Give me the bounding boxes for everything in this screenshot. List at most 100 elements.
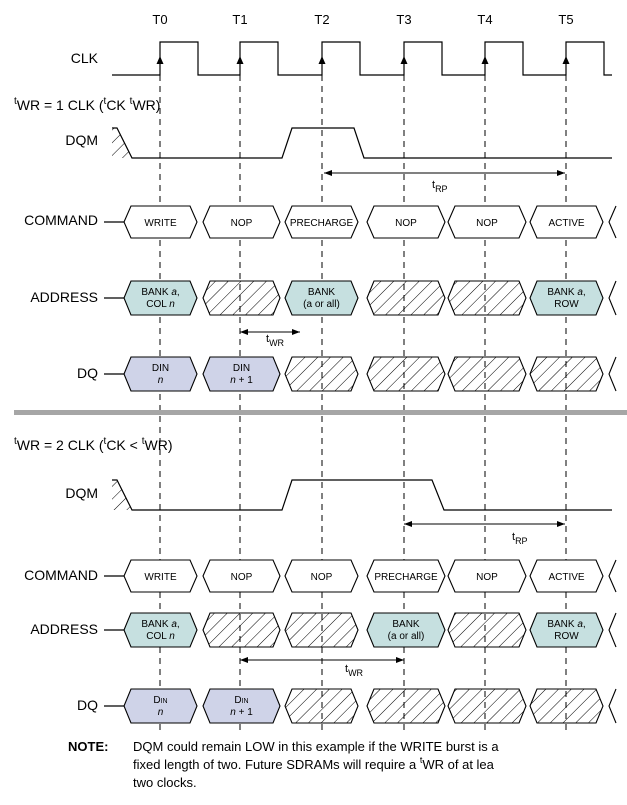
command-1-cell-4 — [447, 205, 527, 239]
dq-1-cell-5 — [529, 356, 604, 392]
note-block: NOTE: DQM could remain LOW in this examp… — [68, 739, 499, 790]
command-2-cell-1 — [202, 559, 281, 593]
address-2-cell-4 — [447, 612, 527, 648]
command-2-cell-4-text-0: NOP — [476, 572, 498, 583]
address-2-cell-3-text-0: BANK — [392, 619, 420, 630]
command-2-cell-4 — [447, 559, 527, 593]
clk-waveform — [112, 41, 612, 76]
address-1-cell-0-text-0: BANK a, — [141, 287, 179, 298]
address-2-cell-2 — [284, 612, 359, 648]
clk-rising-edge-arrow-4 — [481, 56, 489, 64]
address-1-cell-2 — [284, 280, 359, 316]
clk-rising-edge-arrow-0 — [156, 56, 164, 64]
address-label-2: ADDRESS — [30, 621, 98, 637]
trp-arrow-2: tRP — [404, 521, 565, 546]
clock-label-t3: T3 — [396, 12, 411, 27]
address-2-cell-5-text-1: ROW — [554, 631, 579, 642]
address-2-cell-0-text-0: BANK a, — [141, 619, 179, 630]
dq-2-trailing-cell — [608, 688, 617, 724]
address-1-cell-3 — [366, 280, 446, 316]
section-2-title: tWR = 2 CLK (tCK < tWR) — [14, 436, 173, 453]
address-1-cell-1 — [202, 280, 281, 316]
dq-1-cell-1 — [202, 356, 281, 392]
address-label-1: ADDRESS — [30, 289, 98, 305]
dq-2-cell-0-text-1: n — [158, 707, 164, 718]
command-1-cell-3 — [366, 205, 446, 239]
section-divider — [14, 410, 627, 415]
address-2-cell-5-text-0: BANK a, — [547, 619, 585, 630]
dq-2-cell-2 — [284, 688, 359, 724]
address-1-cell-2-text-1: (a or all) — [303, 299, 340, 310]
command-1-cell-2 — [284, 205, 359, 239]
command-1-cell-2-text-0: PRECHARGE — [290, 218, 354, 229]
note-line-1: DQM could remain LOW in this example if … — [133, 739, 499, 754]
address-2-cell-1 — [202, 612, 281, 648]
command-2-cell-0-text-0: WRITE — [144, 572, 177, 583]
command-2-cell-2 — [284, 559, 359, 593]
trp-label-2: tRP — [512, 531, 528, 546]
command-label-1: COMMAND — [24, 212, 98, 228]
dq-2-cell-5 — [529, 688, 604, 724]
dq-1-cell-0-text-1: n — [158, 375, 164, 386]
twr-label-2: tWR — [345, 663, 364, 678]
command-2-cell-5-text-0: ACTIVE — [548, 572, 584, 583]
command-1-cell-3-text-0: NOP — [395, 218, 417, 229]
clock-label-t5: T5 — [558, 12, 573, 27]
command-1-cell-4-text-0: NOP — [476, 218, 498, 229]
command-2-cell-1-text-0: NOP — [231, 572, 253, 583]
address-1-cell-4 — [447, 280, 527, 316]
address-2-cell-3 — [366, 612, 446, 648]
dq-1-cell-4 — [447, 356, 527, 392]
dq-1-cell-3 — [366, 356, 446, 392]
address-1-cell-5 — [529, 280, 604, 316]
command-bus-1: WRITE NOP PRECHARGE NOP NOP ACTIVE — [104, 205, 617, 239]
twr-arrow-2: tWR — [240, 657, 404, 678]
clk-rising-edge-arrow-2 — [318, 56, 326, 64]
address-2-cell-3-text-1: (a or all) — [388, 631, 425, 642]
note-label: NOTE: — [68, 739, 108, 754]
command-1-cell-1-text-0: NOP — [231, 218, 253, 229]
command-1-cell-5 — [529, 205, 604, 239]
address-2-cell-0 — [123, 612, 198, 648]
clock-label-t1: T1 — [232, 12, 247, 27]
address-1-cell-5-text-0: BANK a, — [547, 287, 585, 298]
dqm-2-waveform — [112, 479, 612, 511]
dq-2-cell-0 — [123, 688, 198, 724]
dqm-label-2: DQM — [65, 485, 98, 501]
clk-label: CLK — [71, 50, 99, 66]
twr-label-1: tWR — [266, 333, 285, 348]
dq-1-cell-0-text-0: DIN — [152, 363, 169, 374]
address-1-cell-5-text-1: ROW — [554, 299, 579, 310]
address-1-trailing-cell — [608, 280, 617, 316]
command-1-cell-1 — [202, 205, 281, 239]
address-2-trailing-cell — [608, 612, 617, 648]
note-line-3: two clocks. — [133, 775, 197, 790]
dq-2-cell-1 — [202, 688, 281, 724]
clock-header: T0 T1 T2 T3 T4 T5 — [152, 12, 573, 27]
command-1-cell-0-text-0: WRITE — [144, 218, 177, 229]
twr-arrow-1: tWR — [240, 329, 300, 348]
note-line-2: fixed length of two. Future SDRAMs will … — [133, 755, 495, 772]
dq-2-cell-3 — [366, 688, 446, 724]
clock-label-t4: T4 — [477, 12, 492, 27]
address-2-cell-0-text-1: COL n — [146, 631, 175, 642]
dq-label-2: DQ — [77, 697, 98, 713]
dq-2-cell-1-text-0: DIN — [234, 695, 248, 706]
command-2-cell-0 — [123, 559, 198, 593]
dqm-2-hatch — [112, 480, 132, 510]
dqm-label-1: DQM — [65, 132, 98, 148]
address-1-cell-0-text-1: COL n — [146, 299, 175, 310]
trp-label-1: tRP — [432, 179, 448, 194]
dq-1-cell-0 — [123, 356, 198, 392]
dq-2-cell-0-text-0: DIN — [153, 695, 167, 706]
dq-2-cell-1-text-1: n + 1 — [230, 707, 253, 718]
section-1: tWR = 1 CLK (tCK tWR) DQM tRP COMMAND WR… — [14, 96, 617, 392]
trp-arrow-1: tRP — [324, 170, 565, 194]
command-1-trailing-cell — [608, 205, 617, 239]
command-1-cell-5-text-0: ACTIVE — [548, 218, 584, 229]
